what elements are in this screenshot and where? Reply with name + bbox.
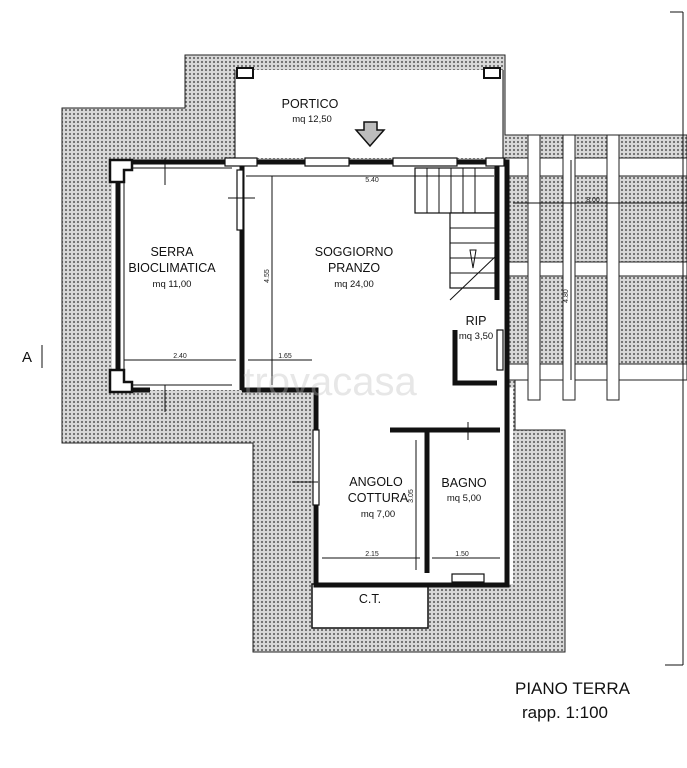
- bagno-name: BAGNO: [441, 476, 486, 490]
- angolo-name-2: COTTURA: [348, 491, 409, 505]
- entrance-arrow-icon: [354, 121, 386, 148]
- windows: [123, 157, 505, 583]
- rip-name: RIP: [466, 314, 487, 328]
- dimension-lines: [124, 160, 687, 570]
- staircase: [414, 167, 498, 301]
- plan-scale: rapp. 1:100: [522, 703, 609, 722]
- ct-name: C.T.: [359, 592, 381, 606]
- angolo-name-1: ANGOLO: [349, 475, 403, 489]
- door-marks: [164, 158, 469, 483]
- portico-column-right: [483, 67, 501, 79]
- dim-pergola-height: 4.80: [563, 289, 570, 303]
- angolo-area-text: mq 7,00: [361, 509, 395, 520]
- plan-title: PIANO TERRA: [515, 679, 630, 698]
- kitchen-area: [313, 388, 513, 584]
- ct-area: [311, 583, 429, 629]
- rip-area-text: mq 3,50: [459, 331, 493, 342]
- dim-angolo-width: 2.15: [365, 551, 379, 558]
- dim-soggiorno-width: 5.40: [365, 177, 379, 184]
- dim-corridor-width: 1.65: [278, 353, 292, 360]
- serra-area: [112, 160, 242, 390]
- serra-name-2: BIOCLIMATICA: [128, 261, 216, 275]
- serra-area-text: mq 11,00: [153, 279, 192, 290]
- serra-name-1: SERRA: [150, 245, 194, 259]
- pergola: [504, 134, 687, 401]
- dim-soggiorno-height: 4.55: [264, 269, 271, 283]
- portico-name: PORTICO: [282, 97, 339, 111]
- dim-pergola-width: 8.00: [586, 197, 600, 204]
- serra-corner-tl: [108, 158, 134, 184]
- soggiorno-name-2: PRANZO: [328, 261, 380, 275]
- portico-column-left: [236, 67, 254, 79]
- dim-serra-width: 2.40: [173, 353, 187, 360]
- soggiorno-name-1: SOGGIORNO: [315, 245, 394, 259]
- watermark: trovacasa: [243, 360, 417, 404]
- dim-angolo-height: 3.05: [408, 489, 415, 503]
- dim-bagno-width: 1.50: [455, 551, 469, 558]
- portico-area-text: mq 12,50: [292, 114, 332, 125]
- section-label: A: [22, 349, 32, 366]
- soggiorno-area-text: mq 24,00: [334, 279, 374, 290]
- bagno-area-text: mq 5,00: [447, 493, 481, 504]
